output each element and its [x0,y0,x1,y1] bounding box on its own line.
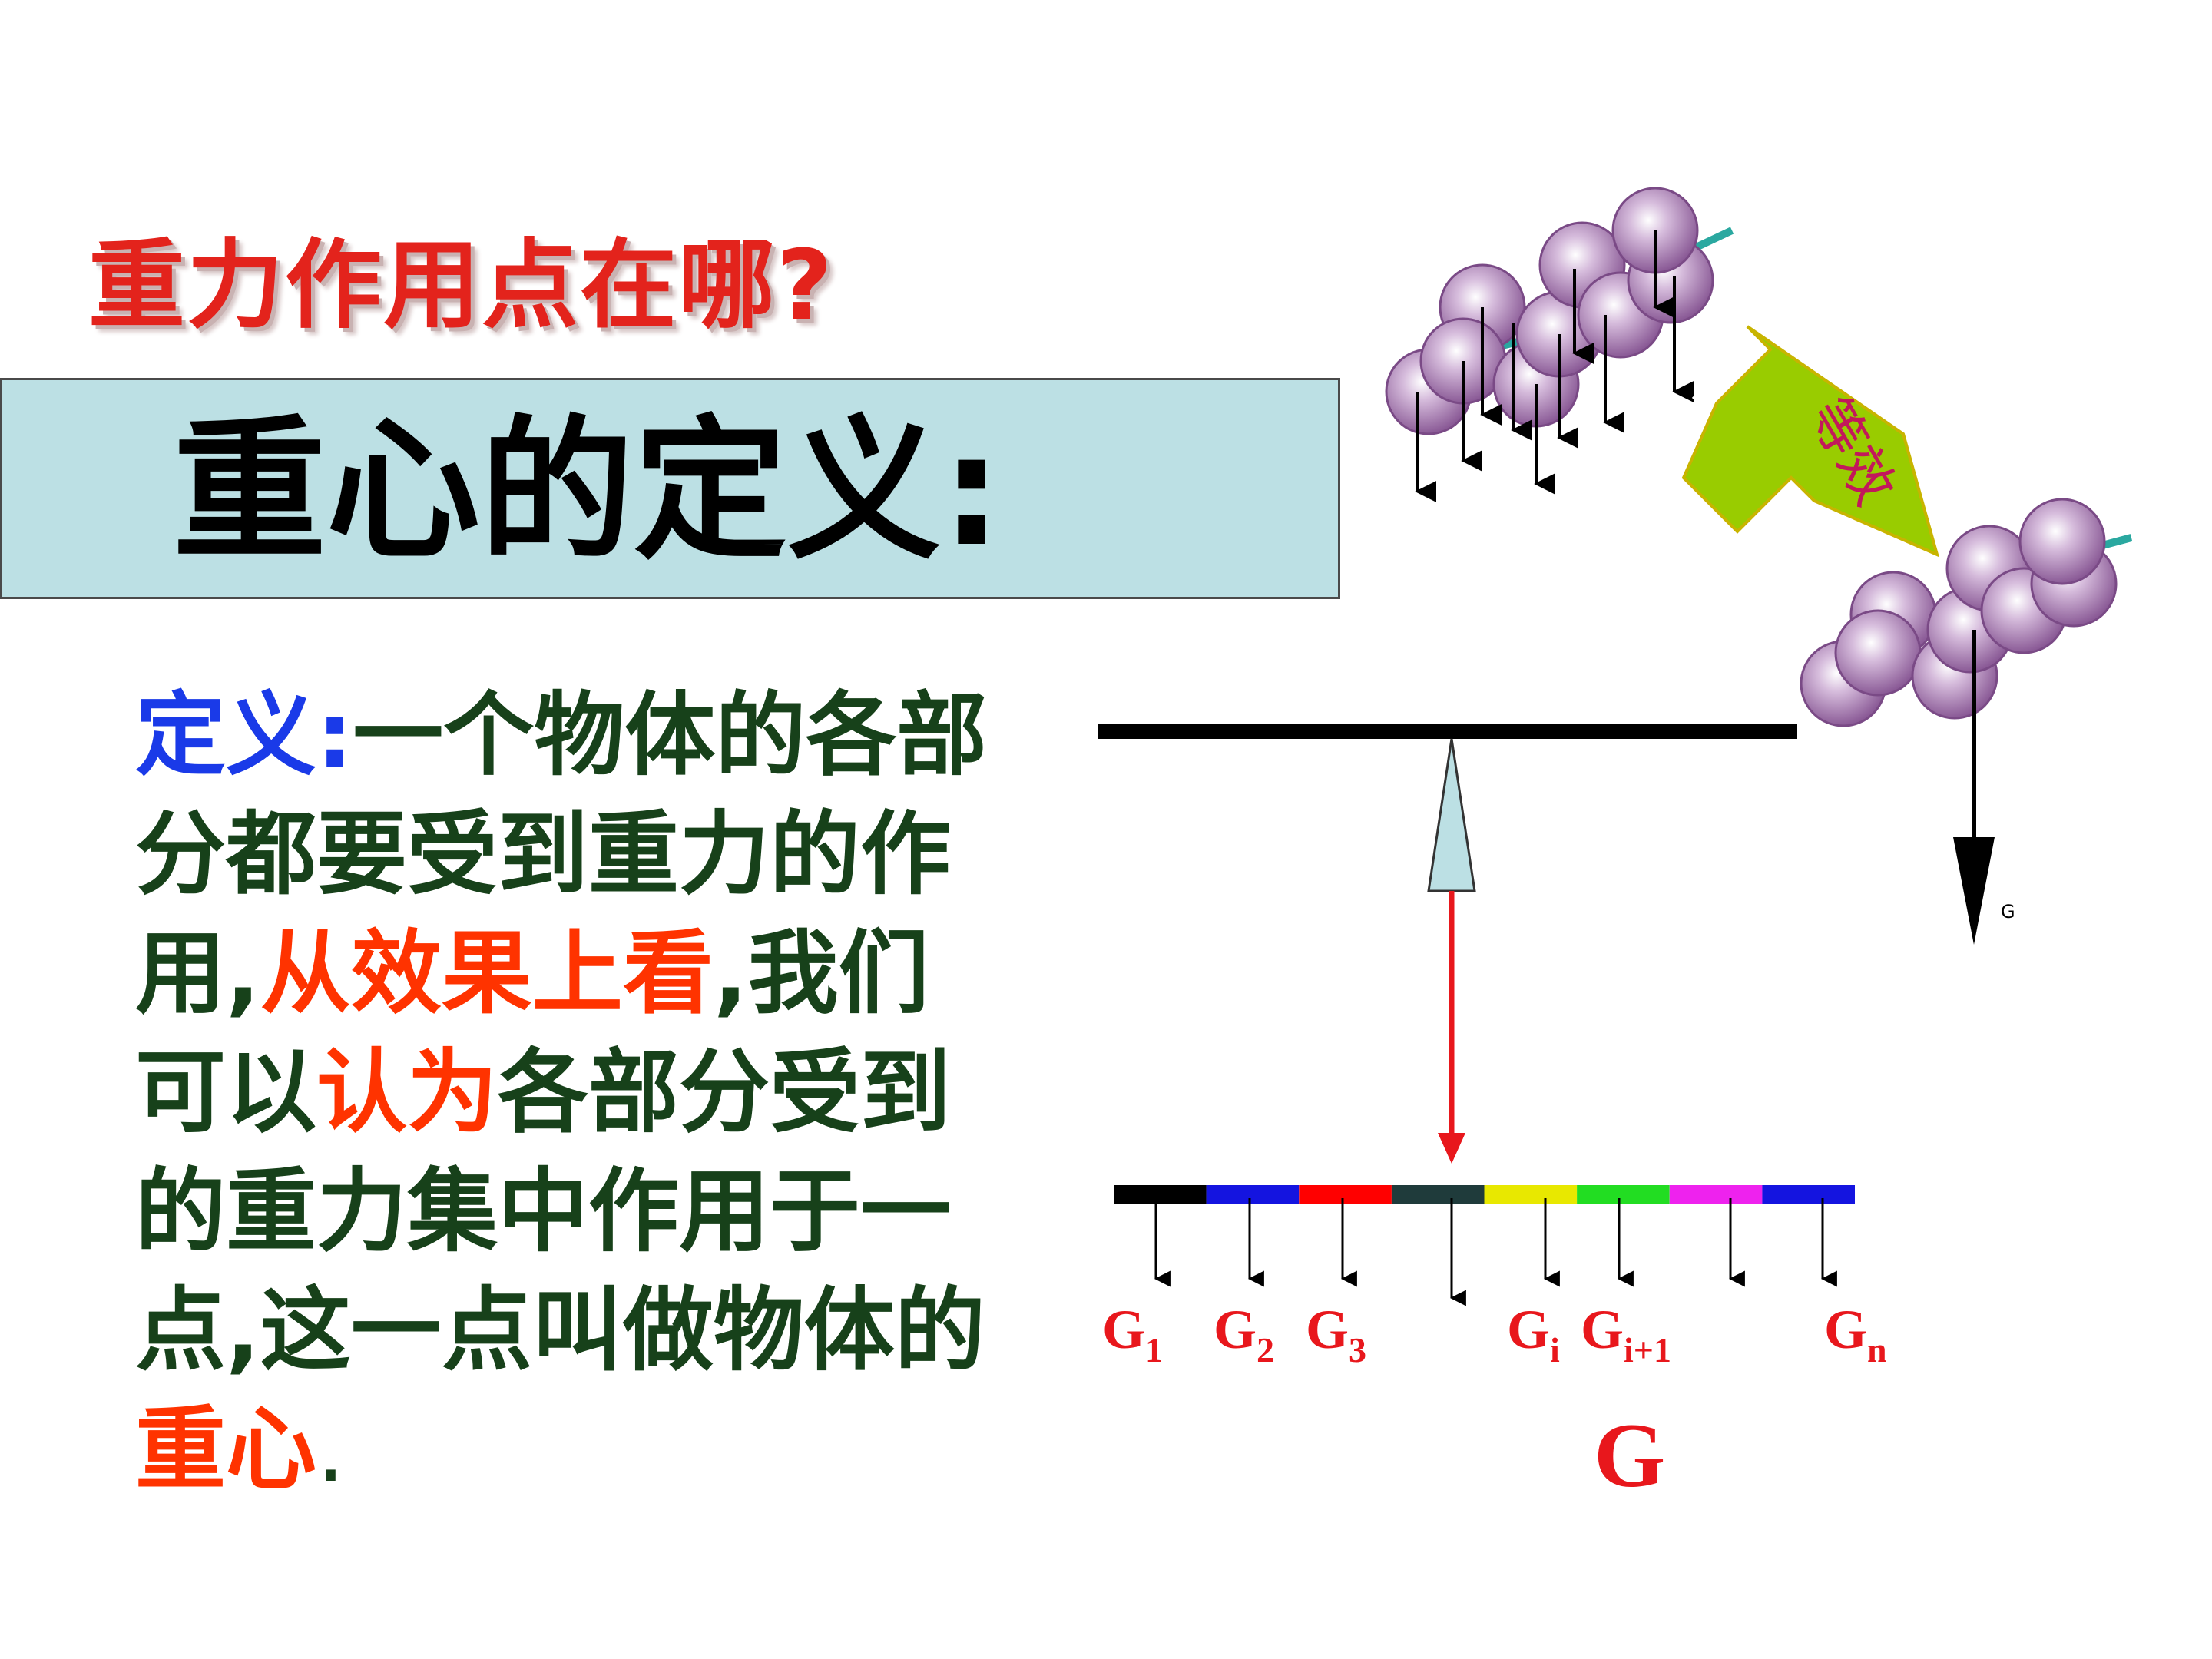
label-g2: G2 [1214,1299,1274,1369]
rod-segment-5 [1484,1185,1578,1204]
rod-segment-1 [1114,1185,1207,1204]
force-labels: G1 G2 G3 Gi Gi+1 Gn G [1102,1299,1887,1506]
label-gi: Gi [1507,1299,1560,1369]
label-gn: Gn [1824,1299,1887,1369]
partial-force-arrows [1154,1198,1837,1306]
definition-part3: ,我们可以 [135,920,929,1145]
definition-emphasis-center: 重心 [135,1396,317,1502]
definition-label: 定义 [135,682,317,788]
label-g1: G1 [1102,1299,1163,1369]
rod-segment-4 [1391,1185,1485,1204]
label-total-g: G [1594,1404,1665,1506]
banner-title: 重心的定义: [173,402,1002,581]
rod-segment-6 [1577,1185,1670,1204]
definition-part1: 一个物体的各部分都要受到重力的作用, [135,682,988,1026]
rod-segment-2 [1206,1185,1300,1204]
equivalence-arrow: 等效 [1681,325,1940,558]
label-g3: G3 [1306,1299,1366,1369]
segmented-rod [1114,1185,1855,1204]
question-title: 重力作用点在哪? [88,229,835,342]
definition-emphasis-effect: 从效果上看 [260,920,714,1026]
rod-segment-3 [1299,1185,1392,1204]
lever [1098,724,1797,1164]
rod-segment-7 [1669,1185,1763,1204]
definition-colon: : [316,682,353,788]
molecule-cluster-top [1385,187,1734,502]
rod-segment-8 [1762,1185,1855,1204]
label-gi1: Gi+1 [1581,1299,1671,1369]
definition-text: 定义:一个物体的各部分都要受到重力的作用,从效果上看,我们可以认为各部分受到的重… [135,676,1011,1509]
definition-part5: 各部分受到的重力集中作用于一点,这一点叫做物体的 [135,1039,985,1383]
title-banner: 重心的定义: [0,378,1340,599]
small-force-label: G [2001,901,2015,922]
definition-period: . [316,1396,346,1502]
definition-emphasis-regard: 认为 [316,1039,498,1145]
molecule-cluster-bottom: G [1800,498,2133,945]
